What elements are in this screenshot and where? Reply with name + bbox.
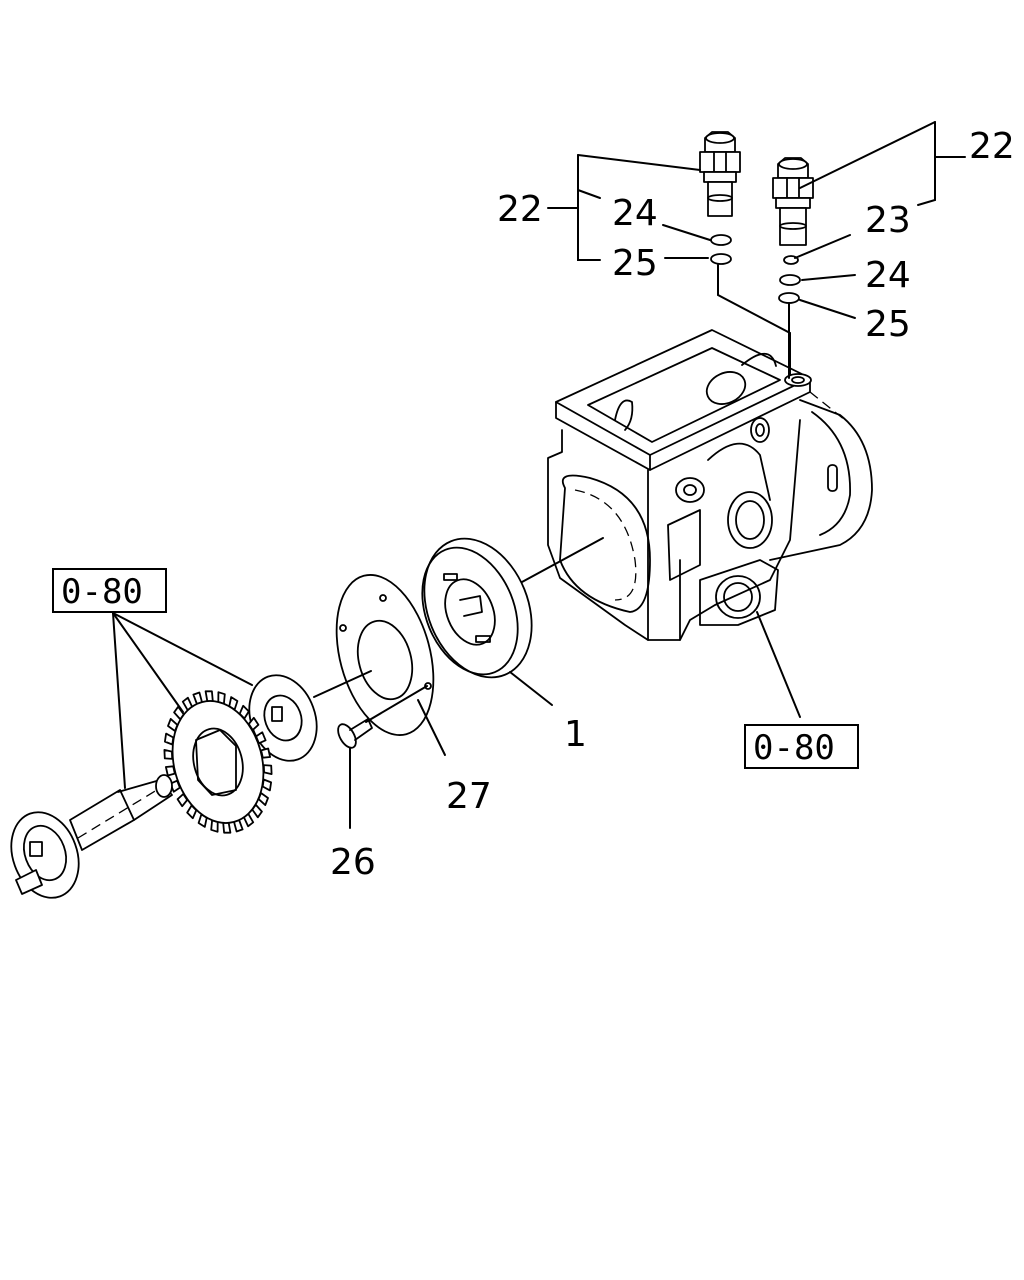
valve-holder-right xyxy=(772,157,814,246)
callout-22-right: 22 xyxy=(969,126,1015,167)
valve-holder-left xyxy=(699,131,741,217)
reference-box-left[interactable]: 0-80 xyxy=(52,568,167,613)
gasket-plate-27 xyxy=(335,574,435,736)
callout-24-right: 24 xyxy=(865,255,911,296)
reference-box-right[interactable]: 0-80 xyxy=(744,724,859,769)
callout-labels: 22 24 25 22 23 24 25 1 27 26 xyxy=(330,126,1015,883)
callout-22-left: 22 xyxy=(497,189,543,230)
reference-label-right: 0-80 xyxy=(753,728,835,768)
drive-shaft xyxy=(10,774,173,899)
callout-25-right: 25 xyxy=(865,304,911,345)
screw-26 xyxy=(337,718,373,749)
leader-lines xyxy=(112,121,966,829)
reference-label-left: 0-80 xyxy=(61,572,143,612)
callout-1: 1 xyxy=(564,714,587,755)
cover-plate-1 xyxy=(421,537,533,679)
callout-24-left: 24 xyxy=(612,193,658,234)
callout-26: 26 xyxy=(330,842,376,883)
callout-25-left: 25 xyxy=(612,243,658,284)
callout-27: 27 xyxy=(446,776,492,817)
pump-housing xyxy=(547,329,873,641)
drive-gear xyxy=(163,690,273,834)
callout-23: 23 xyxy=(865,200,911,241)
